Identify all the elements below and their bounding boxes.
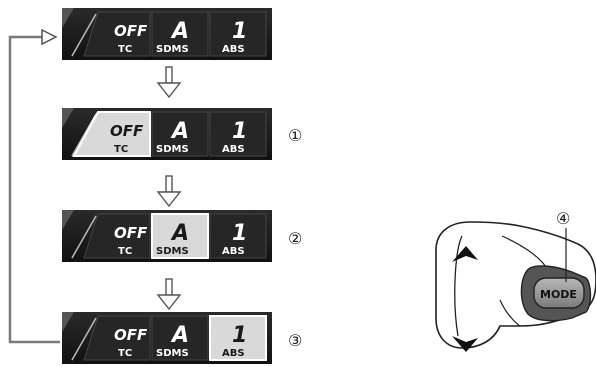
sdms-value: A bbox=[170, 119, 189, 144]
abs-value: 1 bbox=[232, 119, 247, 144]
callout-1: ① bbox=[288, 126, 302, 145]
sdms-cell bbox=[151, 213, 209, 259]
callout-2: ② bbox=[288, 229, 302, 248]
abs-value: 1 bbox=[232, 19, 247, 44]
sdms-label: SDMS bbox=[156, 246, 189, 257]
chevron-down-icon bbox=[452, 336, 478, 352]
panel-default: OFF TC A SDMS 1 ABS bbox=[62, 8, 272, 60]
abs-cell bbox=[209, 111, 267, 157]
tc-cell bbox=[72, 111, 151, 157]
handlebar-switch: MODE ④ bbox=[435, 209, 596, 352]
loop-arrow bbox=[8, 28, 60, 344]
abs-cell bbox=[209, 213, 267, 259]
sdms-value: A bbox=[170, 323, 189, 348]
tc-cell bbox=[83, 315, 151, 361]
callout-4: ④ bbox=[556, 209, 570, 228]
abs-label: ABS bbox=[222, 348, 245, 359]
sdms-cell bbox=[151, 111, 209, 157]
chevron-up-icon bbox=[452, 246, 478, 262]
sdms-cell bbox=[151, 11, 209, 57]
mode-button-label: MODE bbox=[540, 288, 577, 301]
sdms-value: A bbox=[170, 19, 189, 44]
abs-label: ABS bbox=[222, 144, 245, 155]
panel-abs-selected: OFF TC A SDMS 1 ABS bbox=[62, 312, 272, 364]
sdms-cell bbox=[151, 315, 209, 361]
down-arrow-2 bbox=[156, 175, 182, 208]
tc-value: OFF bbox=[114, 22, 148, 40]
tc-value: OFF bbox=[110, 122, 144, 140]
tc-cell bbox=[83, 213, 151, 259]
tc-label: TC bbox=[118, 44, 132, 55]
panel-sdms-selected: OFF TC A SDMS 1 ABS bbox=[62, 210, 272, 262]
tc-value: OFF bbox=[114, 326, 148, 344]
abs-cell bbox=[209, 315, 267, 361]
tc-label: TC bbox=[114, 144, 128, 155]
tc-cell bbox=[83, 11, 151, 57]
abs-value: 1 bbox=[232, 323, 247, 348]
panel-tc-selected: OFF TC A SDMS 1 ABS bbox=[62, 108, 272, 160]
tc-value: OFF bbox=[114, 224, 148, 242]
abs-value: 1 bbox=[232, 221, 247, 246]
sdms-label: SDMS bbox=[156, 44, 189, 55]
tc-label: TC bbox=[118, 348, 132, 359]
down-arrow-1 bbox=[156, 66, 182, 99]
tc-label: TC bbox=[118, 246, 132, 257]
sdms-value: A bbox=[170, 221, 189, 246]
abs-cell bbox=[209, 11, 267, 57]
abs-label: ABS bbox=[222, 246, 245, 257]
callout-3: ③ bbox=[288, 331, 302, 350]
sdms-label: SDMS bbox=[156, 348, 189, 359]
down-arrow-3 bbox=[156, 278, 182, 311]
mode-button[interactable] bbox=[533, 277, 585, 309]
abs-label: ABS bbox=[222, 44, 245, 55]
sdms-label: SDMS bbox=[156, 144, 189, 155]
